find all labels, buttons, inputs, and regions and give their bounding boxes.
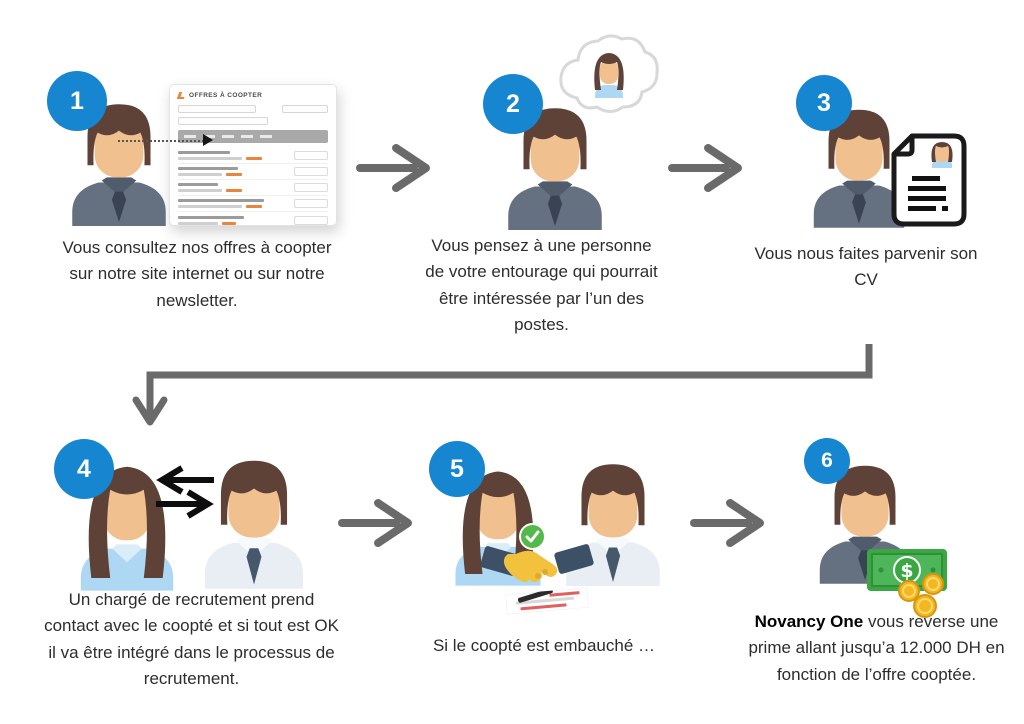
man-avatar-icon (190, 448, 318, 589)
step-5-caption: Si le coopté est embauché … (432, 636, 656, 655)
svg-text:$: $ (900, 560, 913, 582)
step-2-badge: 2 (483, 74, 543, 134)
offer-row (178, 164, 328, 180)
dotted-pointer-line (118, 140, 204, 142)
contract-document-icon (505, 587, 589, 615)
offer-row (178, 148, 328, 164)
flow-arrow-right-icon (356, 142, 432, 194)
step-4-caption: Un chargé de recrutement prend contact a… (44, 590, 339, 689)
connector-arrow-down-icon (120, 336, 890, 436)
offer-row (178, 180, 328, 196)
browser-window: OFFRES À COOPTER (169, 84, 337, 226)
step-1-badge: 1 (47, 71, 107, 131)
step-4-badge: 4 (54, 439, 114, 499)
man-avatar-icon (494, 96, 616, 231)
browser-search-fields (178, 105, 328, 113)
coins-icon (896, 572, 950, 620)
cv-document-icon (890, 132, 968, 228)
flow-arrow-right-icon (690, 497, 766, 549)
offer-row (178, 196, 328, 212)
step-1-caption: Vous consultez nos offres à coopter sur … (62, 238, 332, 310)
flow-arrow-right-icon (338, 497, 414, 549)
browser-page-title: OFFRES À COOPTER (189, 92, 263, 99)
offer-row (178, 212, 328, 228)
step-6-caption: Novancy One vous reverse une prime allan… (733, 609, 1020, 688)
step-3-caption: Vous nous faites parvenir son CV (754, 244, 978, 290)
man-avatar-icon (800, 98, 918, 228)
step-6-caption-text: vous reverse une prime allant jusqu’a 12… (748, 612, 1005, 684)
dotted-pointer-arrowhead-icon (203, 134, 213, 146)
step-6-badge: 6 (804, 438, 850, 484)
check-icon (519, 523, 546, 550)
browser-filter-field (178, 117, 268, 125)
handshake-icon (480, 538, 594, 590)
man-avatar-icon (58, 92, 180, 227)
step-5-badge: 5 (429, 441, 485, 497)
step-2-caption: Vous pensez à une personne de votre ento… (425, 236, 658, 335)
step-3-badge: 3 (796, 75, 852, 131)
woman-avatar-icon (64, 452, 190, 591)
brand-name: Novancy One (754, 612, 864, 631)
flow-arrow-right-icon (668, 142, 744, 194)
exchange-arrows-icon (152, 463, 218, 521)
